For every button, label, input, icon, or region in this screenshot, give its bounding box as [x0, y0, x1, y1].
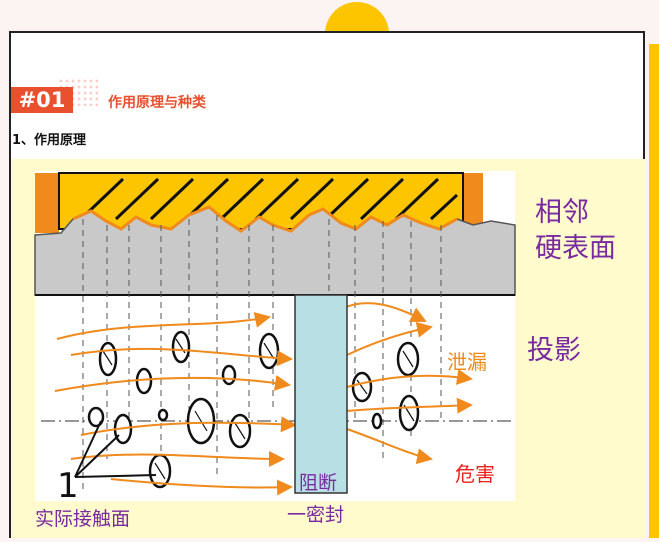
label-adjacent-line2: 硬表面	[535, 233, 616, 264]
decor-side-bar	[649, 44, 659, 538]
label-leakage: 泄漏	[447, 350, 487, 374]
label-hazard: 危害	[455, 462, 495, 486]
seal-block	[294, 294, 348, 494]
section-number-badge: #01	[11, 87, 73, 113]
sealing-diagram: 相邻 硬表面 投影 泄漏 危害 阻断 一密封 1 实际接触面	[34, 171, 616, 530]
section-title: 作用原理与种类	[108, 95, 206, 111]
label-contact: 实际接触面	[35, 508, 130, 530]
label-block-line1: 阻断	[299, 472, 337, 494]
label-count: 1	[57, 466, 79, 506]
subsection-title: 1、作用原理	[12, 133, 87, 148]
label-projection: 投影	[527, 335, 581, 366]
label-adjacent-line1: 相邻	[535, 197, 589, 228]
label-block-line2: 一密封	[287, 504, 344, 526]
principle-figure: 相邻 硬表面 投影 泄漏 危害 阻断 一密封 1 实际接触面	[11, 159, 645, 538]
